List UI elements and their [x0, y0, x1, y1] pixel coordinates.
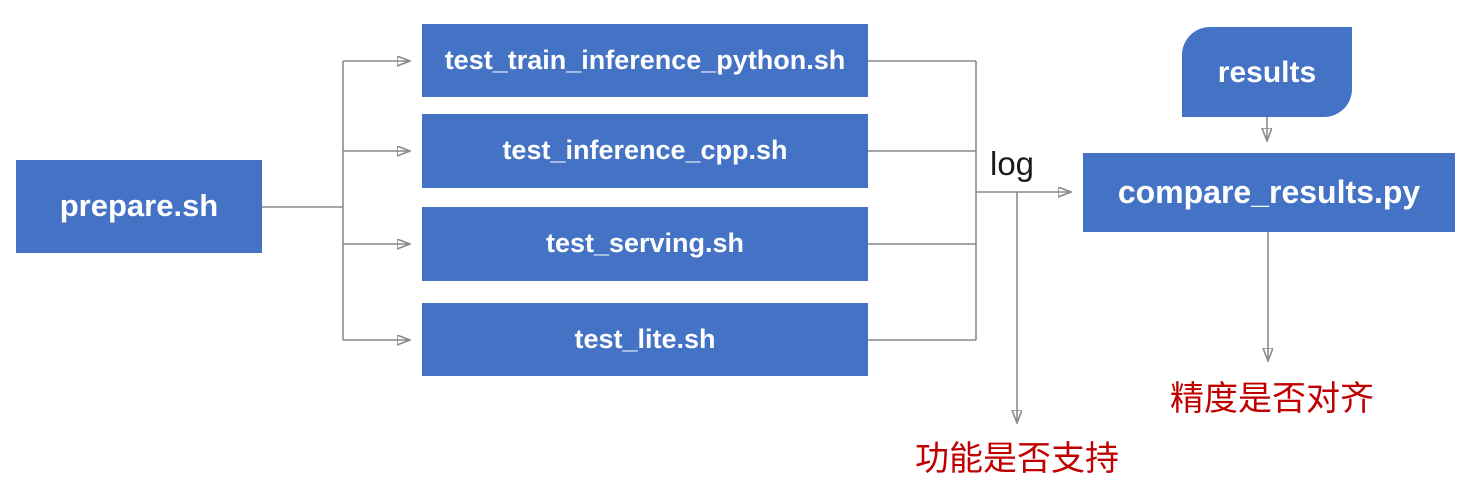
annotation-feature-support: 功能是否支持 — [915, 440, 1119, 478]
edge-label-log: log — [990, 145, 1035, 182]
annotation-accuracy-alignment: 精度是否对齐 — [1170, 380, 1374, 418]
node-prepare-sh: prepare.sh — [16, 160, 262, 253]
node-compare-results-py: compare_results.py — [1083, 153, 1455, 232]
node-results: results — [1182, 27, 1352, 117]
node-test-inference-cpp-sh: test_inference_cpp.sh — [422, 114, 868, 188]
node-test-serving-sh: test_serving.sh — [422, 207, 868, 281]
node-test-train-inference-python-sh: test_train_inference_python.sh — [422, 24, 868, 97]
node-test-lite-sh: test_lite.sh — [422, 303, 868, 376]
